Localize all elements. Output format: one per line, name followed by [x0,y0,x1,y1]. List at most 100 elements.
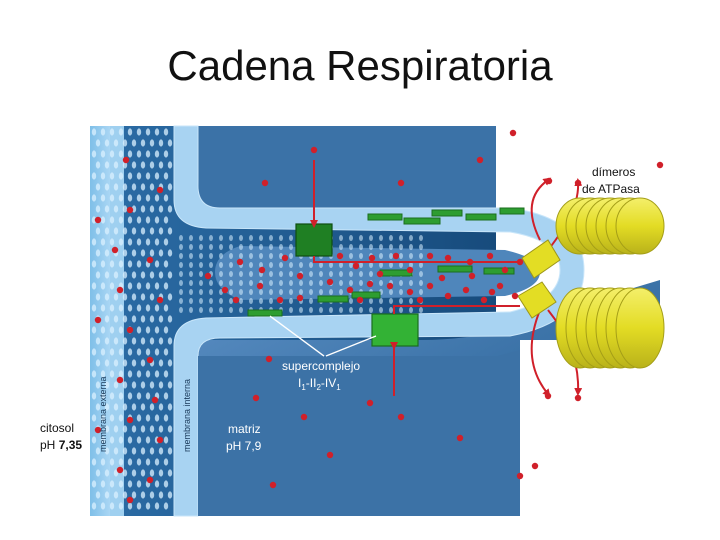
atpase-stalk-lower [517,281,557,319]
membrane-particle [100,502,106,510]
membrane-particle [127,216,133,224]
membrane-particle [113,447,119,455]
membrane-particle [249,280,253,286]
membrane-particle [136,194,142,202]
membrane-particle [127,282,133,290]
membrane-particle [239,280,243,286]
membrane-particle [167,469,173,477]
membrane-particle [163,436,169,444]
proton-dot [300,413,308,421]
membrane-particle [167,139,173,147]
membrane-particle [104,271,110,279]
membrane-particle [131,139,137,147]
membrane-particle [131,403,137,411]
membrane-particle [109,216,115,224]
formula-IV-sub: 1 [336,383,341,392]
membrane-particle [95,447,101,455]
membrane-particle [359,262,363,268]
membrane-particle [109,458,115,466]
membrane-particle [163,216,169,224]
membrane-particle [131,381,137,389]
membrane-particle [104,425,110,433]
membrane-particle [158,491,164,499]
proton-dot [126,326,134,334]
proton-dot [511,292,519,300]
proton-dot [310,146,318,154]
supercomplex-upper [295,223,333,257]
membrane-particle [389,307,393,313]
membrane-particle [149,469,155,477]
label-dimeros: dímeros [592,165,635,179]
membrane-particle [189,262,193,268]
membrane-particle [409,298,413,304]
proton-dot [116,286,124,294]
membrane-particle [91,260,97,268]
membrane-particle [209,280,213,286]
membrane-particle [349,298,353,304]
membrane-particle [339,262,343,268]
proton-dot [146,356,154,364]
membrane-particle [122,491,128,499]
membrane-particle [100,260,106,268]
proton-dot [406,288,414,296]
membrane-particle [118,238,124,246]
membrane-particle [145,348,151,356]
membrane-particle [113,139,119,147]
proton-dot [486,252,494,260]
proton-dot [156,186,164,194]
membrane-particle [127,238,133,246]
complex-flat-7 [437,265,473,273]
membrane-particle [91,436,97,444]
membrane-particle [379,298,383,304]
membrane-particle [163,480,169,488]
proton-dot [397,413,405,421]
membrane-particle [118,458,124,466]
membrane-particle [95,359,101,367]
membrane-particle [419,235,423,241]
membrane-particle [309,280,313,286]
membrane-particle [199,262,203,268]
membrane-particle [149,249,155,257]
leader-to-lower [325,335,377,357]
membrane-particle [163,348,169,356]
membrane-particle [419,244,423,250]
complex-flat-1 [367,213,403,221]
membrane-particle [158,403,164,411]
membrane-particle [339,280,343,286]
membrane-particle [113,271,119,279]
membrane-particle [109,282,115,290]
membrane-particle [100,414,106,422]
membrane-particle [269,235,273,241]
membrane-particle [209,253,213,259]
proton-dot [476,156,484,164]
membrane-particle [163,392,169,400]
membrane-particle [209,289,213,295]
membrane-particle [329,289,333,295]
membrane-particle [149,425,155,433]
membrane-particle [219,298,223,304]
membrane-particle [289,262,293,268]
membrane-particle [279,280,283,286]
membrane-particle [409,244,413,250]
membrane-particle [163,326,169,334]
membrane-particle [309,298,313,304]
membrane-particle [399,307,403,313]
membrane-particle [136,414,142,422]
membrane-particle [163,414,169,422]
proton-dot [116,376,124,384]
formula-II-sub: 2 [316,383,321,392]
proton-dot [366,399,374,407]
label-matriz: matriz [228,422,261,436]
membrane-particle [149,183,155,191]
label-citosol-ph: pH 7,35 [40,438,82,452]
proton-dot [269,481,277,489]
proton-path-mid [393,305,520,314]
complex-flat-8 [483,267,515,275]
atpase-head-lower [555,287,665,369]
membrane-particle [359,271,363,277]
membrane-particle [104,337,110,345]
membrane-particle [131,249,137,257]
membrane-particle [122,205,128,213]
proton-dot [468,272,476,280]
proton-dot [416,296,424,304]
